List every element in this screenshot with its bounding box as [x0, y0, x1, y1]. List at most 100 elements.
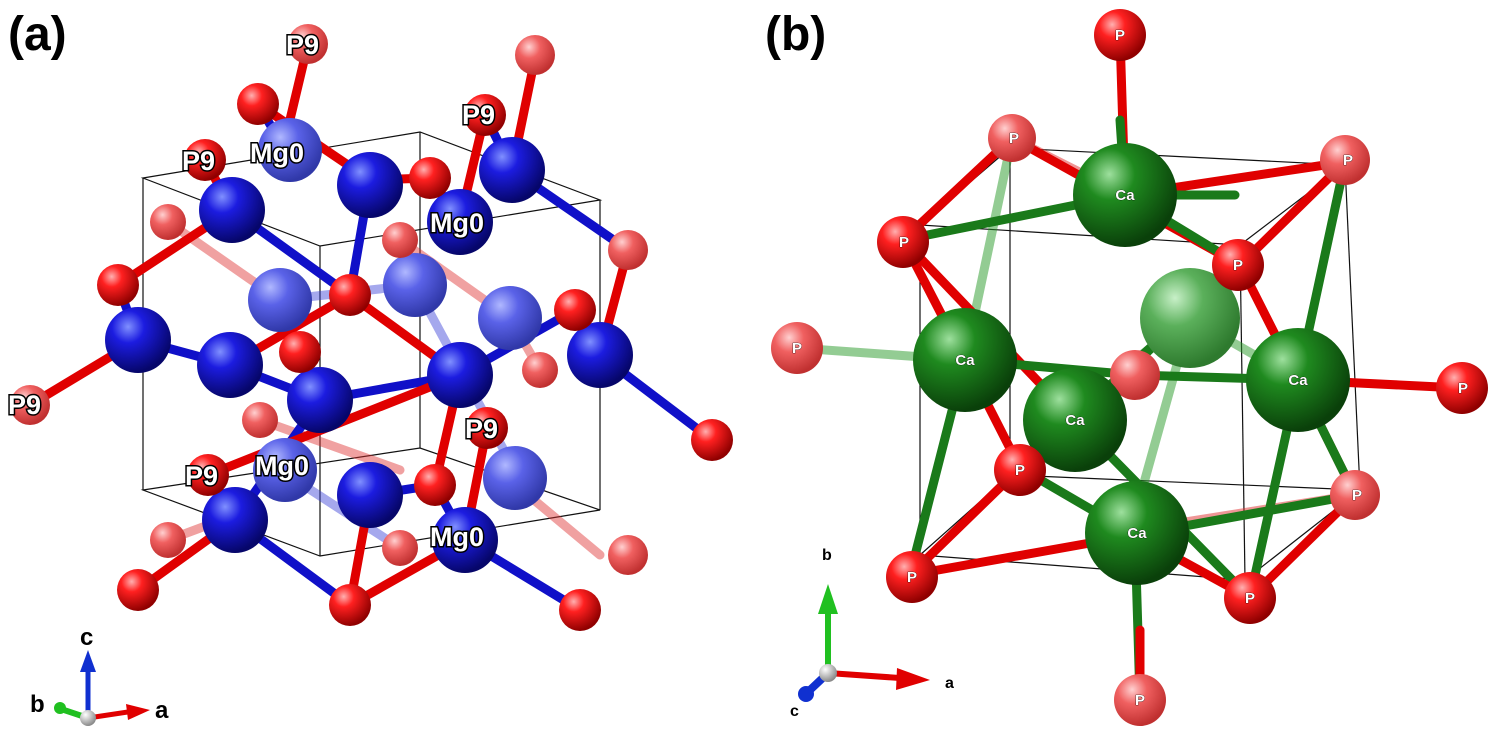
p-atom: [184, 139, 226, 181]
p-atom: [877, 216, 929, 268]
atom-label-p9: P9: [465, 414, 498, 444]
atom-label-p9: P9: [462, 100, 495, 130]
ca-atom: [1085, 481, 1189, 585]
mg-atom: [567, 322, 633, 388]
ca-atom: [1140, 268, 1240, 368]
axis-c-label: c: [80, 624, 93, 651]
atom-label-p: P: [899, 234, 909, 251]
atoms-back-a: [10, 24, 648, 575]
mg-atom: [427, 342, 493, 408]
atom-label-ca: Ca: [955, 352, 975, 369]
mg-atom: [287, 367, 353, 433]
p-atom: [10, 385, 50, 425]
atom-label-mg0: Mg0: [255, 451, 309, 481]
p-atom: [1094, 9, 1146, 61]
mg-atom: [337, 462, 403, 528]
p-atom: [515, 35, 555, 75]
mg-atom: [248, 268, 312, 332]
p-atom: [150, 522, 186, 558]
panel-b: (b): [765, 8, 1488, 726]
p-atom: [464, 94, 506, 136]
atom-label-p: P: [1245, 590, 1255, 607]
axis-a-label: a: [945, 675, 954, 692]
p-atom: [1436, 362, 1488, 414]
atom-labels-b: P P P Ca P P P Ca Ca P Ca P P Ca P P P: [792, 27, 1469, 710]
p-atom: [559, 589, 601, 631]
p-atom: [1224, 572, 1276, 624]
mg-atoms-a: [105, 137, 633, 573]
axes-origin: [819, 664, 837, 682]
p-atoms-b: [877, 9, 1488, 624]
p-atom: [522, 352, 558, 388]
axis-a-arrow: [827, 670, 901, 681]
p-atom: [414, 464, 456, 506]
p-atom: [288, 24, 328, 64]
atom-label-p: P: [1115, 27, 1125, 44]
p-atom: [409, 157, 451, 199]
mg-atom: [383, 253, 447, 317]
mg-atom: [427, 189, 493, 255]
p-atom: [691, 419, 733, 461]
p-atom: [554, 289, 596, 331]
panel-b-label: (b): [765, 8, 826, 61]
axis-c-arrowhead: [80, 650, 96, 672]
axis-c-label: c: [790, 703, 799, 720]
p-atom: [988, 114, 1036, 162]
mg-atom: [483, 446, 547, 510]
atom-label-ca: Ca: [1127, 525, 1147, 542]
atom-label-mg0: Mg0: [430, 522, 484, 552]
ca-atom: [1023, 368, 1127, 472]
p-atom: [608, 535, 648, 575]
p-atom: [187, 454, 229, 496]
atom-label-ca: Ca: [1065, 412, 1085, 429]
p-atom: [466, 407, 508, 449]
ca-atom: [1246, 328, 1350, 432]
p-atom: [329, 274, 371, 316]
mg-atom: [253, 438, 317, 502]
atom-label-p: P: [1009, 130, 1019, 147]
atom-label-p: P: [1343, 152, 1353, 169]
axes-indicator-b: b a c: [790, 547, 954, 720]
mg-atom: [479, 137, 545, 203]
atom-label-p: P: [1233, 257, 1243, 274]
p-atom: [279, 331, 321, 373]
atom-label-p9: P9: [185, 461, 218, 491]
mg-atom: [197, 332, 263, 398]
atom-label-p: P: [792, 340, 802, 357]
ca-atoms-b: [913, 143, 1350, 585]
p-atom: [1114, 674, 1166, 726]
axis-b-arrowhead: [54, 702, 66, 714]
atom-label-p9: P9: [8, 390, 41, 420]
mg-atom: [202, 487, 268, 553]
atom-label-mg0: Mg0: [430, 208, 484, 238]
p-atom: [117, 569, 159, 611]
p-atom: [97, 264, 139, 306]
axis-b-label: b: [30, 691, 45, 718]
p-atoms-a: [97, 83, 733, 631]
axis-a-arrowhead: [896, 668, 930, 690]
p-atom: [771, 322, 823, 374]
atom-labels-a: P9 P9 P9 Mg0 Mg0 P9 P9 P9 Mg0 Mg0: [7, 29, 500, 554]
p-atom: [1330, 470, 1380, 520]
atom-label-mg0: Mg0: [250, 138, 304, 168]
atom-label-p9: P9: [182, 146, 215, 176]
axes-origin: [80, 710, 96, 726]
p-atom: [150, 204, 186, 240]
ca-atom: [913, 308, 1017, 412]
p-atom: [1320, 135, 1370, 185]
mg-atom: [432, 507, 498, 573]
panel-a-label: (a): [8, 8, 67, 61]
p-atom: [329, 584, 371, 626]
ca-atom: [1073, 143, 1177, 247]
axis-c-arrowhead: [798, 686, 814, 702]
p-atom: [994, 444, 1046, 496]
atom-label-p: P: [1015, 462, 1025, 479]
panel-a: (a): [7, 8, 733, 726]
p-atom: [886, 551, 938, 603]
axis-b-label: b: [822, 547, 832, 564]
p-atom: [1110, 350, 1160, 400]
p-atom: [237, 83, 279, 125]
atoms-back-b: [771, 114, 1380, 726]
atom-label-p9: P9: [286, 30, 319, 60]
atom-label-ca: Ca: [1288, 372, 1308, 389]
